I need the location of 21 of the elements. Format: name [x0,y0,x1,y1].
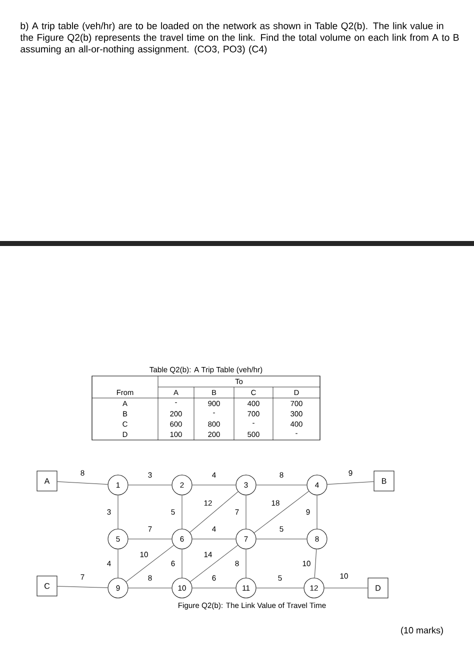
link-line [190,544,238,582]
link-line [316,495,318,529]
link-line [314,548,317,578]
link-line [256,538,307,540]
link-line [57,586,108,588]
link-line [326,481,374,485]
link-line [128,484,172,486]
link-line [254,490,310,534]
marks-text: (10 marks) [401,626,443,636]
link-line [190,491,238,533]
link-line [192,538,236,540]
link-line [57,481,108,485]
terminal-box: D [368,578,388,598]
link-line [192,484,236,486]
link-line [126,544,174,582]
question-text: b) A trip table (veh/hr) are to be loaded on the network as shown in Table Q2(b). The link value in the Figure Q2(b) represents the travel time on the link. Find the total volume on each link from A to B assuming an all-or-nothing assignment. (CO3, PO3) (C4) [20,22,459,54]
terminal-box: B [374,470,394,492]
terminal-box: A [36,470,58,492]
link-line [128,538,172,540]
terminal-box: C [36,576,58,596]
link-line [256,484,307,486]
